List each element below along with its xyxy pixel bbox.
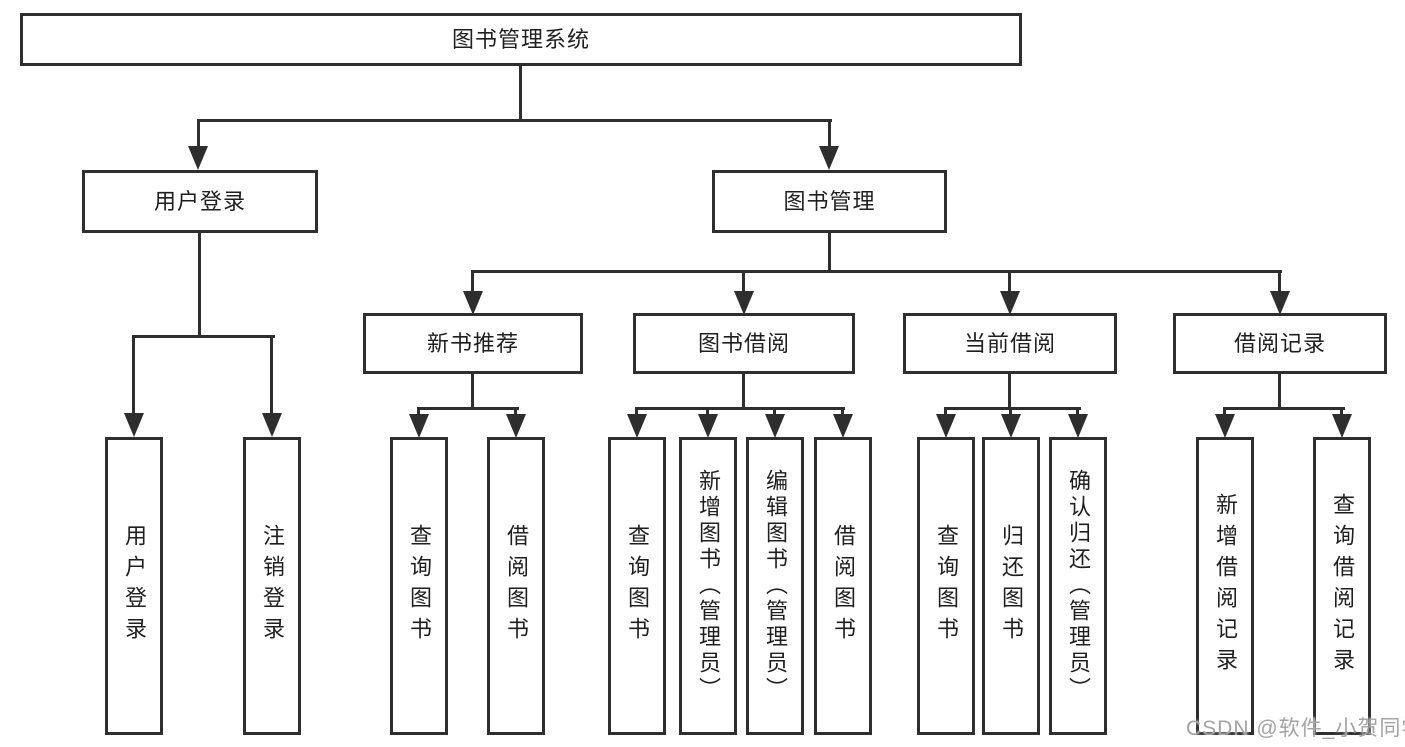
leaf-logout: 注销登录 [243,437,301,735]
node-new-book-recommend-label: 新书推荐 [426,330,519,356]
arrow-down-icon [1000,291,1020,315]
leaf-borrow-books-recommend-label: 借阅图书 [504,524,529,648]
node-book-management: 图书管理 [712,170,947,233]
connector-new-book-drop [471,270,474,293]
connector-user-login-fork-bar [132,335,275,338]
connector-leaf-drop [417,407,420,417]
connector-leaf-drop [706,407,709,417]
arrow-down-icon [1270,291,1290,315]
leaf-borrow-books-borrow-label: 借阅图书 [831,524,856,648]
node-borrow-records-label: 借阅记录 [1233,330,1326,356]
connector-leaf-drop [132,335,135,415]
connector-current-borrow-stem [1008,374,1011,410]
connector-leaf-drop [270,335,273,415]
leaf-borrow-books-recommend: 借阅图书 [487,437,545,735]
arrow-down-icon [627,414,647,438]
connector-leaf-drop [1223,407,1226,417]
connector-book-borrow-stem [742,374,745,410]
connector-user-login-drop [197,119,200,148]
arrow-down-icon [936,414,956,438]
leaf-add-borrow-record: 新增借阅记录 [1196,437,1254,735]
leaf-logout-label: 注销登录 [260,524,285,648]
connector-leaf-drop [944,407,947,417]
arrow-down-icon [734,291,754,315]
connector-borrow-records-drop [1278,270,1281,293]
node-book-management-label: 图书管理 [783,188,876,214]
leaf-query-borrow-record-label: 查询借阅记录 [1330,493,1355,679]
leaf-borrow-books-borrow: 借阅图书 [814,437,872,735]
node-user-login: 用户登录 [82,170,318,233]
connector-borrow-records-stem [1278,374,1281,410]
connector-level2-bar [198,119,832,122]
connector-leaf-drop [514,407,517,417]
connector-current-borrow-drop [1008,270,1011,293]
leaf-user-login: 用户登录 [105,437,163,735]
node-borrow-records: 借阅记录 [1173,313,1387,374]
arrow-down-icon [833,414,853,438]
arrow-down-icon [1215,414,1235,438]
arrow-down-icon [262,413,282,437]
connector-book-management-drop [828,119,831,148]
leaf-edit-book-admin-label: 编辑图书（管理员） [763,469,788,703]
leaf-query-books-recommend: 查询图书 [390,437,448,735]
arrow-down-icon [188,146,208,170]
connector-current-borrow-fork-bar [944,407,1081,410]
leaf-return-book: 归还图书 [982,437,1040,735]
leaf-add-book-admin-label: 新增图书（管理员） [696,469,721,703]
leaf-add-borrow-record-label: 新增借阅记录 [1213,493,1238,679]
node-book-borrow: 图书借阅 [633,313,855,374]
node-new-book-recommend: 新书推荐 [363,313,583,374]
node-user-login-label: 用户登录 [153,188,246,214]
leaf-edit-book-admin: 编辑图书（管理员） [746,437,804,735]
connector-root-stem [519,66,522,121]
connector-leaf-drop [841,407,844,417]
leaf-add-book-admin: 新增图书（管理员） [679,437,737,735]
arrow-down-icon [1068,414,1088,438]
arrow-down-icon [765,414,785,438]
leaf-query-books-borrow: 查询图书 [608,437,666,735]
node-book-borrow-label: 图书借阅 [697,330,790,356]
connector-leaf-drop [773,407,776,417]
leaf-query-books-borrow-label: 查询图书 [625,524,650,648]
connector-new-book-fork-bar [417,407,519,410]
arrow-down-icon [819,146,839,170]
connector-book-management-stem [828,233,831,272]
connector-leaf-drop [1340,407,1343,417]
arrow-down-icon [463,291,483,315]
arrow-down-icon [1332,414,1352,438]
arrow-down-icon [124,413,144,437]
connector-level3-bar [471,270,1282,273]
connector-leaf-drop [1009,407,1012,417]
arrow-down-icon [409,414,429,438]
leaf-user-login-label: 用户登录 [122,524,147,648]
connector-new-book-stem [471,374,474,410]
node-root: 图书管理系统 [20,13,1022,66]
leaf-query-books-current-label: 查询图书 [934,524,959,648]
leaf-return-book-label: 归还图书 [999,524,1024,648]
arrow-down-icon [1001,414,1021,438]
connector-leaf-drop [635,407,638,417]
leaf-query-books-current: 查询图书 [917,437,975,735]
leaf-confirm-return-admin: 确认归还（管理员） [1049,437,1107,735]
connector-user-login-stem [198,233,201,338]
leaf-query-borrow-record: 查询借阅记录 [1313,437,1371,735]
node-current-borrow: 当前借阅 [903,313,1117,374]
arrow-down-icon [698,414,718,438]
connector-borrow-records-fork-bar [1223,407,1345,410]
node-root-label: 图书管理系统 [451,26,590,52]
leaf-query-books-recommend-label: 查询图书 [407,524,432,648]
arrow-down-icon [506,414,526,438]
node-current-borrow-label: 当前借阅 [963,330,1056,356]
connector-book-borrow-drop [742,270,745,293]
connector-leaf-drop [1076,407,1079,417]
leaf-confirm-return-admin-label: 确认归还（管理员） [1066,469,1091,703]
connector-book-borrow-fork-bar [635,407,845,410]
csdn-watermark: CSDN @软件_小贺同学 [1186,717,1405,740]
